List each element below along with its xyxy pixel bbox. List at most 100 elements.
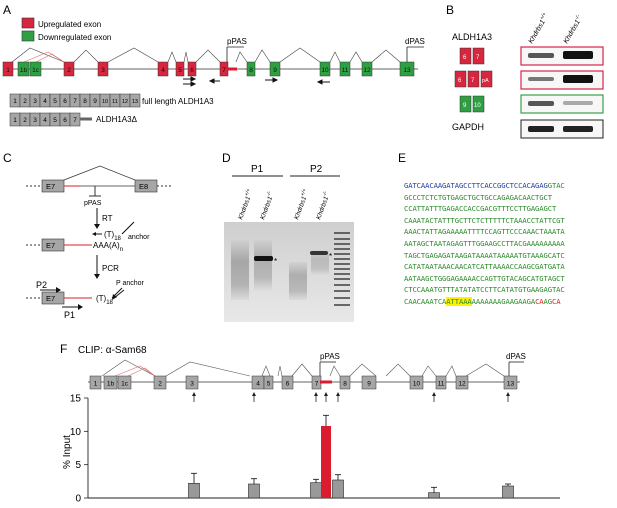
exon-f-label-8: 8: [343, 381, 347, 388]
dpas-label-a: dPAS: [405, 37, 425, 46]
exon-f-3: [185, 375, 199, 390]
full-box-label-1: 1: [13, 98, 17, 105]
exon-f-label-7: 7: [315, 381, 319, 388]
panel-letter-f: F: [60, 342, 67, 356]
sequence-line: CATATAATAAACAACATCATTAAAACCAAGCGATGATA: [404, 261, 614, 273]
c3-panchor-label: P anchor: [116, 280, 145, 287]
intron-connectors-a: [11, 47, 401, 63]
c-ppas-label: pPAS: [84, 200, 102, 207]
exon-f-1c: [117, 375, 132, 390]
sequence-line: CTCCAAATGTTTATATATCCTTCATATGTGAAGAGTAC: [404, 284, 614, 296]
exon-f-5: [263, 375, 274, 390]
ppas-extension-f: [320, 380, 332, 384]
chart-ytick-label: 10: [70, 427, 82, 438]
ladder-band: [334, 243, 350, 245]
band-row2-ko: [563, 75, 593, 83]
ppas-label-f: pPAS: [320, 352, 340, 361]
exon-f-label-11: 11: [438, 381, 445, 388]
chart-bar-7-8: [321, 426, 331, 498]
exon-f-label-13: 13: [507, 381, 515, 388]
f-arrow-13: [506, 392, 510, 402]
row2-exon6: [454, 70, 467, 88]
c-arrow-rt-head: [94, 224, 100, 229]
sequence-segment: GCCCTCTCTGTGAGCTGCTGCCAGAGACAACTGCT: [404, 192, 552, 202]
exon-f-label-1: 1: [94, 381, 98, 388]
panel-letter-c: C: [3, 151, 12, 165]
full-box-label-7: 7: [73, 98, 77, 105]
sequence-segment: CATATAATAAACAACATCATTAAAACCAAGCGATGATA: [404, 262, 565, 272]
d-lane1-smear: [231, 240, 249, 300]
exon-a-label-11: 11: [342, 67, 349, 74]
full-box-13: [129, 93, 141, 108]
sequence-line: CAAATACTATTTGCTTCTCTTTTTCTAAACCTATTCGT: [404, 215, 614, 227]
sequence-segment: ATTAAA: [446, 296, 472, 306]
band-gapdh-wt: [528, 126, 554, 132]
d-star1: *: [274, 257, 277, 266]
sequence-line: CAACAAATCAATTAAAAAAAAAAGAAGAAGACAAGCA: [404, 296, 614, 308]
exon-f-label-1c: 1c: [121, 381, 129, 388]
ladder-band: [334, 290, 350, 292]
c-e7-label: E7: [46, 182, 55, 191]
c2-t18-arrowhead: [92, 232, 96, 236]
row1-exon6: [459, 47, 472, 65]
delta-box-label-1: 1: [13, 117, 17, 124]
exon-a-label-9: 9: [273, 67, 277, 74]
band-row1-ko: [563, 51, 593, 59]
chart-ytick-label: 5: [75, 460, 81, 471]
exon-a-11: [339, 61, 351, 77]
sequence-segment: CAAATACTATTTGCTTCTCTTTTTCTAAACCTATTCGT: [404, 215, 565, 225]
f-arrow-7: [314, 392, 318, 402]
ladder-band: [334, 278, 350, 280]
row2-label-7: 7: [471, 78, 475, 84]
full-box-label-8: 8: [83, 98, 87, 105]
d-lane2-smear: [254, 240, 272, 290]
c-splice: [63, 165, 136, 181]
dpas-label-f: dPAS: [506, 352, 526, 361]
band-row2-wt: [528, 77, 554, 81]
band-gapdh-ko: [563, 126, 593, 132]
c-rt-label: RT: [102, 214, 113, 223]
chart-ytick-label: 15: [70, 394, 82, 405]
d-lane3-smear: [289, 262, 307, 300]
sequence-line: TAGCTGAGAGATAAGATAAAATAAAAATGTAAAGCATC: [404, 250, 614, 262]
sequence-segment: CA: [535, 296, 544, 306]
legend-down-swatch: [21, 30, 35, 42]
exon-f-label-1b: 1b: [107, 381, 115, 388]
row2-exon7: [467, 70, 480, 88]
chart-bar-13: [502, 485, 514, 499]
exon-a-9: [269, 61, 281, 77]
d-lane4-label: Khdrbs1-/-: [313, 190, 331, 221]
sequence-segment: CCATTATTTGAGACCACCGACGTTTCCTTGAGAGCT: [404, 204, 557, 214]
exon-a-label-6: 6: [190, 67, 194, 74]
d-lane4-smear: [311, 250, 329, 275]
full-box-label-11: 11: [112, 99, 118, 105]
c3-panchor-head: [112, 294, 117, 300]
ladder-band: [334, 297, 350, 299]
sequence-segment: AATAGCTAATAGAGTTTGGAAGCCTTACGAAAAAAAAA: [404, 238, 565, 248]
sequence-line: CCATTATTTGAGACCACCGACGTTTCCTTGAGAGCT: [404, 203, 614, 215]
exon-f-9: [361, 375, 377, 390]
sequence-segment: CA: [552, 296, 561, 306]
sequence-segment: CTCCAAATGTTTATATATCCTTCATATGTGAAGAGTAC: [404, 285, 565, 295]
band-row3-ko: [563, 101, 593, 105]
f-arrow-8: [336, 392, 340, 402]
exon-a-label-1: 1: [6, 67, 10, 74]
panel-c: E7 E8 pPAS RT E7 AAA(A)n (T)18 anchor PC…: [26, 165, 173, 320]
intron-connectors-f: [101, 359, 505, 377]
delta-box-label-5: 5: [53, 117, 57, 124]
exon-a-label-4: 4: [161, 67, 165, 74]
row3-label-10: 10: [474, 103, 481, 109]
sequence-line: GATCAACAAGATAGCCTTCACCGGCTCCACAGAGGTAC: [404, 180, 614, 192]
sequence-segment: AATAAGCTGGGAGAAAACCAGTTGTACAGCATGTAGCT: [404, 273, 565, 283]
d-p1-label: P1: [251, 164, 264, 175]
chart-bar-4: [248, 483, 260, 499]
delta-box-label-6: 6: [63, 117, 67, 124]
exon-a-label-7: 7: [222, 67, 226, 74]
exon-f-label-6: 6: [286, 381, 290, 388]
